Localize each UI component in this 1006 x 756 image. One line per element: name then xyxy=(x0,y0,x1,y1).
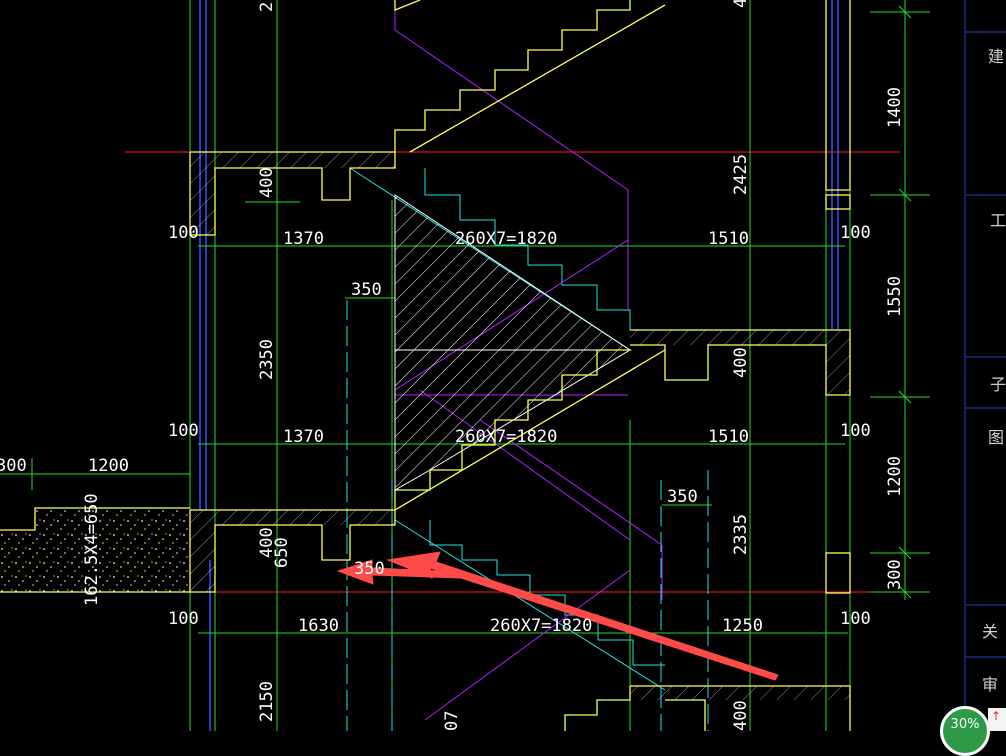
sidebar-char-3: 子 xyxy=(990,375,1006,394)
dim-1510-upper: 1510 xyxy=(708,229,749,249)
dim-2350: 2350 xyxy=(257,339,277,380)
dim-1820-middle: 260X7=1820 xyxy=(455,427,557,447)
dim-100-right-lower: 100 xyxy=(840,609,871,629)
dim-100-left-upper: 100 xyxy=(168,223,199,243)
sidebar-char-5: 关 xyxy=(982,622,998,641)
dimension-texts-vertical: 2 4 400 2350 400 650 162.5X4=650 2150 07… xyxy=(82,0,905,731)
dim-300-right: 300 xyxy=(885,559,905,590)
zoom-level-badge[interactable]: 30% xyxy=(940,706,990,756)
cad-drawing-canvas[interactable]: 建 工 子 图 关 审 1370 260X7=1820 1510 100 100… xyxy=(0,0,1006,731)
dim-100-right-middle: 100 xyxy=(840,421,871,441)
dim-300-left: 300 xyxy=(0,456,27,476)
dim-100-left-middle: 100 xyxy=(168,421,199,441)
dim-1630: 1630 xyxy=(298,616,339,636)
sidebar-char-4: 图 xyxy=(988,428,1004,447)
title-block xyxy=(964,0,1006,731)
dim-top-cut: 2 xyxy=(257,2,277,12)
upload-arrow-icon: ↑ xyxy=(991,709,1002,723)
dim-2150: 2150 xyxy=(257,681,277,722)
dim-1200-right: 1200 xyxy=(885,456,905,497)
dim-1820-lower: 260X7=1820 xyxy=(490,616,592,636)
right-dim-ticks xyxy=(898,5,912,599)
annotation-arrows xyxy=(336,551,779,681)
sidebar-char-1: 建 xyxy=(988,47,1004,66)
arrow-lower xyxy=(336,559,461,585)
dim-1250: 1250 xyxy=(722,616,763,636)
dim-1820-upper: 260X7=1820 xyxy=(455,229,557,249)
dim-162-5x4: 162.5X4=650 xyxy=(82,493,102,606)
dim-350-right: 350 xyxy=(667,487,698,507)
dimension-texts-horizontal: 1370 260X7=1820 1510 100 100 350 1370 26… xyxy=(0,223,871,636)
earth-fill xyxy=(0,530,188,592)
dim-1200-left: 1200 xyxy=(88,456,129,476)
dim-1370-upper: 1370 xyxy=(283,229,324,249)
dim-400-lower-left: 400 xyxy=(257,527,277,558)
dim-07: 07 xyxy=(442,711,462,731)
dim-1550: 1550 xyxy=(885,276,905,317)
slab-hatches xyxy=(190,152,850,700)
stair-section-hatch xyxy=(394,194,632,351)
dim-350-lower: 350 xyxy=(354,559,385,579)
dim-350-upper: 350 xyxy=(351,280,382,300)
dim-400-upper-left: 400 xyxy=(257,167,277,198)
dim-1400: 1400 xyxy=(885,87,905,128)
wall-lines-blue xyxy=(199,0,839,731)
zoom-level-label: 30% xyxy=(950,717,980,732)
dim-top-right-cut: 4 xyxy=(731,0,751,8)
dim-1370-middle: 1370 xyxy=(283,427,324,447)
dim-2425: 2425 xyxy=(731,154,751,195)
sidebar-char-2: 工 xyxy=(990,211,1006,230)
dim-400-lower-right: 400 xyxy=(731,700,751,731)
dim-400-mid-right: 400 xyxy=(731,347,751,378)
dim-100-left-lower: 100 xyxy=(168,609,199,629)
arrow-upper xyxy=(386,551,779,681)
upload-button[interactable]: ↑ xyxy=(988,708,1006,731)
dim-650: 650 xyxy=(272,537,292,568)
earth-fill-top xyxy=(35,508,188,532)
dim-2335: 2335 xyxy=(731,514,751,555)
dim-1510-middle: 1510 xyxy=(708,427,749,447)
dim-100-right-upper: 100 xyxy=(840,223,871,243)
sidebar-char-6: 审 xyxy=(982,675,998,694)
